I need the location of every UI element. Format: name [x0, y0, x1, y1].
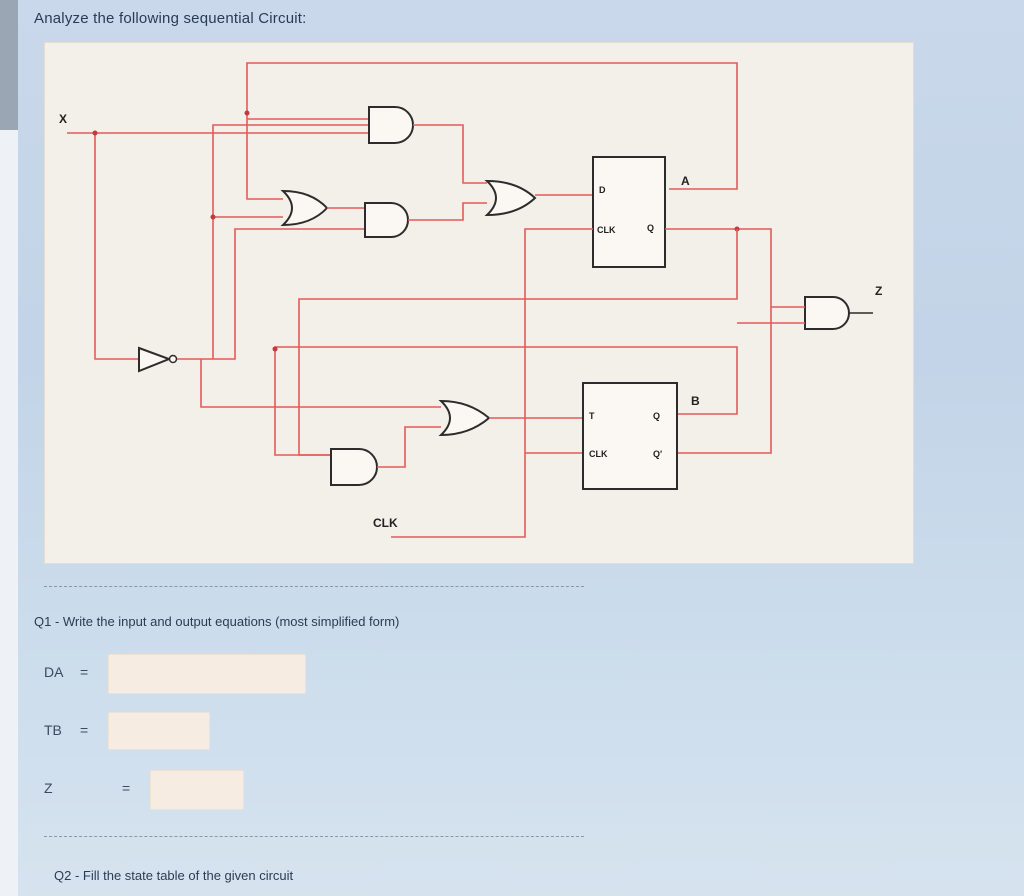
and-gate-3 — [330, 448, 378, 486]
field-z-eq: = — [122, 780, 131, 796]
z-answer-input[interactable] — [150, 770, 244, 810]
and-gate-2 — [364, 202, 409, 238]
q2-prompt: Q2 - Fill the state table of the given c… — [54, 868, 294, 883]
ff-a-out-label: A — [681, 174, 690, 188]
separator-2 — [44, 836, 584, 837]
left-edge-dark — [0, 0, 18, 130]
svg-text:CLK: CLK — [589, 449, 608, 459]
wire-clk — [391, 228, 593, 538]
ff-a-d-label: D — [599, 185, 606, 195]
q1-prompt: Q1 - Write the input and output equation… — [34, 614, 400, 629]
svg-text:CLK: CLK — [597, 225, 616, 235]
page-title: Analyze the following sequential Circuit… — [34, 10, 307, 27]
field-tb-eq: = — [80, 722, 89, 738]
or-gate-1 — [280, 189, 329, 227]
circuit-svg: D Q CLK A CLK Z T Q CLK Q' B X — [59, 62, 882, 538]
wire-xnot — [177, 124, 441, 408]
and-gate-z — [804, 296, 850, 330]
field-da-label: DA — [44, 664, 64, 680]
svg-text:Q: Q — [647, 223, 654, 233]
wire-x — [67, 132, 369, 360]
or-gate-2 — [484, 179, 537, 217]
circuit-diagram: D Q CLK A CLK Z T Q CLK Q' B X — [44, 42, 914, 564]
field-da-eq: = — [80, 664, 89, 680]
flipflop-b — [582, 382, 678, 490]
separator-1 — [44, 586, 584, 587]
flipflop-a — [592, 156, 666, 268]
svg-text:Q': Q' — [653, 449, 662, 459]
wire-b-feedback — [213, 216, 738, 456]
svg-text:Q: Q — [653, 411, 660, 421]
field-z-label: Z — [44, 780, 53, 796]
wire-a-not — [665, 228, 772, 454]
field-tb-label: TB — [44, 722, 62, 738]
and-gate-1 — [368, 106, 414, 144]
input-x-label: X — [59, 112, 67, 126]
ff-b-t-label: T — [589, 411, 595, 421]
or-gate-3 — [438, 399, 491, 437]
left-edge — [0, 0, 18, 896]
clk-label: CLK — [373, 516, 398, 530]
tb-answer-input[interactable] — [108, 712, 210, 750]
output-z-label: Z — [875, 284, 882, 298]
wire-a-feedback — [246, 62, 738, 200]
not-gate — [138, 346, 172, 373]
da-answer-input[interactable] — [108, 654, 306, 694]
ff-b-out-label: B — [691, 394, 700, 408]
